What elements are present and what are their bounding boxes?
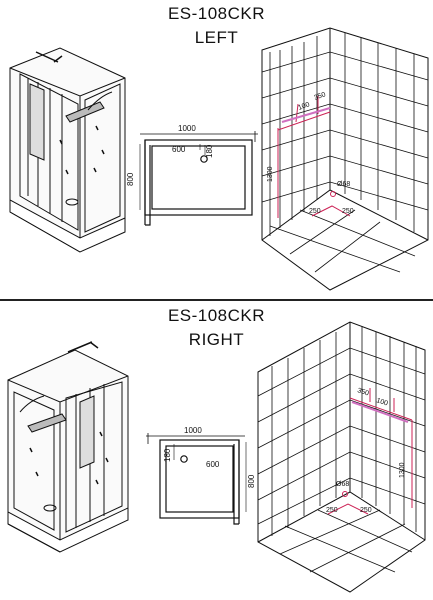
variant-title: LEFT: [194, 28, 239, 47]
tray-inset-label: 180: [205, 144, 214, 158]
panel-left: ES-108CKR LEFT: [9, 4, 429, 291]
tray-offset-label: 600: [206, 460, 220, 469]
tray-width-label: 1000: [178, 124, 196, 133]
tray-inner: [151, 145, 246, 210]
drain-diameter-label: Ø68: [337, 181, 350, 188]
tray-outline: [144, 139, 253, 216]
room-dimension-lines: [327, 388, 413, 515]
room-h2-label: 350: [313, 91, 326, 102]
right-drawing: 1000 180 600 800 350 100: [7, 321, 426, 593]
tray-width-label: 1000: [184, 426, 202, 435]
variant-title: RIGHT: [188, 330, 245, 349]
room-h1-label: 350: [356, 387, 369, 397]
panel-right: ES-108CKR RIGHT: [0, 302, 433, 600]
tray-depth-label: 800: [126, 172, 135, 186]
room-d1-label: 250: [326, 507, 338, 514]
room-height-label: 1300: [267, 166, 274, 182]
room-d2-label: 250: [360, 507, 372, 514]
cabin-illustration: [7, 341, 129, 553]
room-h2-label: 100: [375, 397, 388, 407]
room-h1-label: 100: [297, 101, 310, 112]
room-dimension-lines: [277, 96, 351, 218]
cabin-illustration: [9, 47, 126, 253]
model-title: ES-108CKR: [167, 4, 266, 23]
room-d1-label: 250: [309, 208, 321, 215]
drain-circle: [180, 455, 188, 463]
tray-depth-label: 800: [247, 474, 256, 488]
tray-inner: [165, 445, 234, 513]
tray-inset-label: 180: [163, 448, 172, 462]
drain-circle: [200, 155, 208, 163]
room-perspective: [257, 321, 426, 593]
left-drawing: 1000 600 180 800 100 350: [9, 27, 429, 291]
model-title: ES-108CKR: [167, 306, 266, 325]
tray-offset-label: 600: [172, 145, 186, 154]
room-d2-label: 250: [342, 208, 354, 215]
drain-diameter-label: Ø68: [336, 481, 349, 488]
tray-plan: [139, 131, 258, 226]
room-height-label: 1300: [399, 462, 406, 478]
room-perspective: [261, 27, 429, 291]
tray-plan: [146, 433, 247, 525]
panel-divider: [0, 299, 433, 301]
